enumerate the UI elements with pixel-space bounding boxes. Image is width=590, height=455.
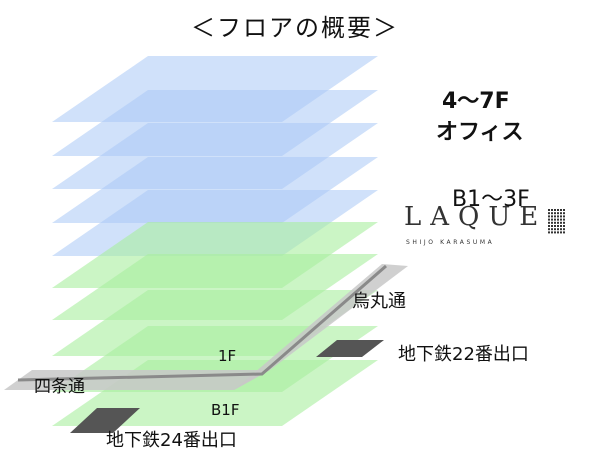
shijo-street-label: 四条通 (34, 377, 85, 397)
floor-1f-label: 1F (218, 347, 237, 365)
logo-subtitle: SHIJO KARASUMA (406, 239, 495, 246)
exit24-label: 地下鉄24番出口 (106, 430, 237, 451)
exit22-block (316, 340, 384, 357)
logo-grid-icon (548, 209, 565, 234)
karasuma-street-label: 烏丸通 (352, 291, 406, 312)
logo-wordmark: LAQUE (404, 202, 548, 232)
karasuma-street (234, 264, 408, 390)
road-centerline (17, 264, 387, 382)
laque-logo: LAQUE SHIJO KARASUMA (398, 202, 570, 254)
office-label: オフィス (436, 120, 524, 145)
exit24-block (70, 408, 140, 433)
page-title: ＜フロアの概要＞ (191, 14, 399, 42)
office-floor-range: 4〜7F (442, 89, 510, 114)
exit22-label: 地下鉄22番出口 (398, 344, 529, 365)
commercial-floor-range: B1〜3F (452, 187, 530, 212)
floor-b1f-label: B1F (211, 401, 240, 419)
floor-stack (52, 56, 378, 426)
